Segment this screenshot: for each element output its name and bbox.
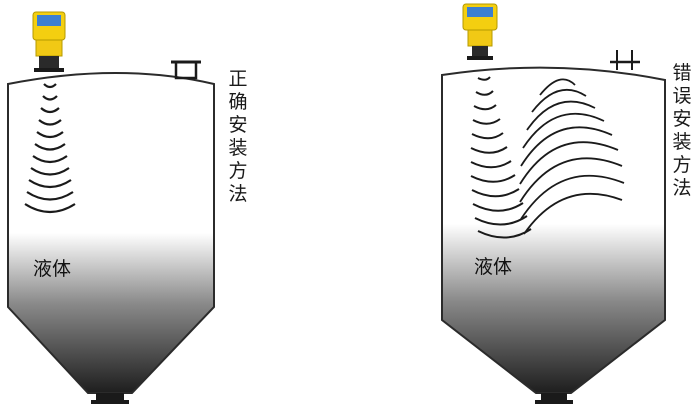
tank-body	[7, 72, 215, 394]
liquid-label: 液体	[33, 258, 72, 280]
ultrasonic-waves-reflected	[519, 78, 625, 235]
ultrasonic-level-transmitter-icon	[462, 3, 498, 60]
tank-body	[441, 66, 666, 394]
bottom-outlet	[541, 393, 567, 402]
ultrasonic-level-transmitter-icon	[32, 11, 66, 72]
ultrasonic-waves-primary	[470, 76, 532, 239]
flange-nozzle-icon	[171, 60, 201, 80]
ultrasonic-waves	[24, 83, 76, 214]
bottom-outlet	[96, 393, 124, 402]
liquid-label: 液体	[474, 256, 513, 278]
flange-nozzle-icon	[610, 50, 640, 70]
tank-wrong	[441, 3, 666, 404]
correct-method-label: 正确安装方法	[228, 68, 248, 205]
wrong-method-label: 错误安装方法	[672, 62, 692, 199]
tank-correct	[7, 11, 215, 404]
